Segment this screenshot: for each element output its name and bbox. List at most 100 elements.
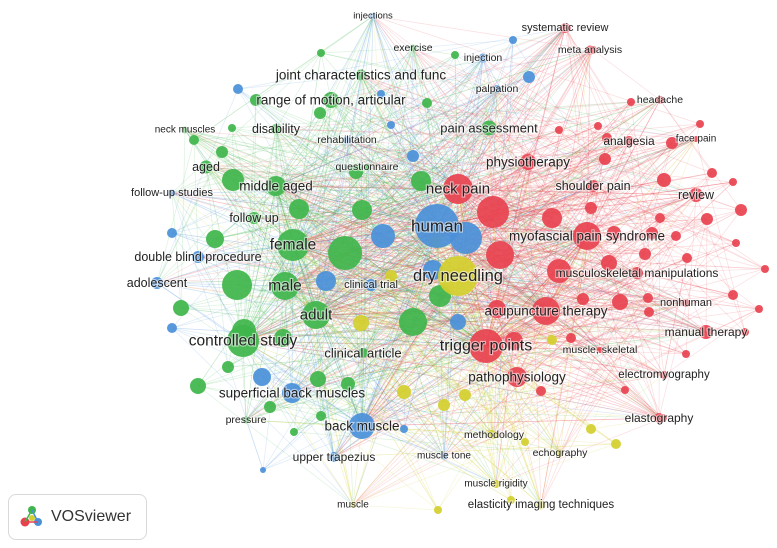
node-bubble[interactable] [192,251,204,263]
unlabeled-node-bubble[interactable] [387,121,395,129]
node-bubble[interactable] [654,413,664,423]
unlabeled-node-bubble[interactable] [274,329,292,347]
node-controlled-study[interactable]: controlled study [188,325,299,357]
unlabeled-node-bubble[interactable] [349,165,363,179]
node-bubble[interactable] [350,502,356,508]
unlabeled-node-bubble[interactable] [328,236,362,270]
node-bubble[interactable] [343,136,351,144]
node-bubble[interactable] [271,272,299,300]
node-bubble[interactable] [151,277,163,289]
node-bubble[interactable] [370,13,376,19]
unlabeled-node-bubble[interactable] [594,122,602,130]
node-physiotherapy[interactable]: physiotherapy [485,153,572,170]
unlabeled-node-bubble[interactable] [707,168,717,178]
node-analgesia[interactable]: analgesia [602,133,656,149]
unlabeled-node-bubble[interactable] [222,361,234,373]
unlabeled-node-bubble[interactable] [505,332,523,350]
unlabeled-node-bubble[interactable] [222,270,252,300]
node-clinical-article[interactable]: clinical article [323,344,403,361]
unlabeled-node-bubble[interactable] [639,248,651,260]
unlabeled-node-bubble[interactable] [657,173,671,187]
node-injections[interactable]: injections [352,9,394,22]
node-bubble[interactable] [282,383,302,403]
unlabeled-node-bubble[interactable] [644,307,654,317]
unlabeled-node-bubble[interactable] [547,335,557,345]
node-palpation[interactable]: palpation [475,82,520,96]
node-superficial-back-muscles[interactable]: superficial back muscles [218,383,366,403]
unlabeled-node-bubble[interactable] [735,204,747,216]
unlabeled-node-bubble[interactable] [655,213,665,223]
unlabeled-node-bubble[interactable] [732,239,740,247]
node-bubble[interactable] [181,126,189,134]
node-acupuncture-therapy[interactable]: acupuncture therapy [483,297,609,325]
node-nonhuman[interactable]: nonhuman [659,296,713,310]
node-bubble[interactable] [248,212,260,224]
unlabeled-node-bubble[interactable] [621,386,629,394]
unlabeled-node-bubble[interactable] [577,293,589,305]
unlabeled-node-bubble[interactable] [509,36,517,44]
unlabeled-node-bubble[interactable] [316,411,326,421]
unlabeled-node-bubble[interactable] [385,270,397,282]
unlabeled-node-bubble[interactable] [222,169,244,191]
node-rehabilitation[interactable]: rehabilitation [316,133,378,147]
node-bubble[interactable] [168,189,176,197]
unlabeled-node-bubble[interactable] [755,305,763,313]
node-middle-aged[interactable]: middle aged [238,176,314,196]
unlabeled-node-bubble[interactable] [555,126,563,134]
node-human[interactable]: human [410,204,464,248]
unlabeled-node-bubble[interactable] [167,228,177,238]
node-bubble[interactable] [481,120,497,136]
node-bubble[interactable] [573,222,601,250]
node-bubble[interactable] [365,279,377,291]
unlabeled-node-bubble[interactable] [250,94,262,106]
node-muscle-rigidity[interactable]: muscle rigidity [463,477,529,490]
unlabeled-node-bubble[interactable] [586,424,596,434]
unlabeled-node-bubble[interactable] [310,371,326,387]
node-neck-pain[interactable]: neck pain [425,174,491,204]
unlabeled-node-bubble[interactable] [289,199,309,219]
node-bubble[interactable] [624,136,634,146]
node-bubble[interactable] [493,85,501,93]
node-dry-needling[interactable]: dry needling [412,256,504,296]
unlabeled-node-bubble[interactable] [434,506,442,514]
node-bubble[interactable] [536,500,546,510]
node-bubble[interactable] [227,325,259,357]
node-bubble[interactable] [363,163,371,171]
node-questionnaire[interactable]: questionnaire [334,160,399,174]
unlabeled-node-bubble[interactable] [643,293,653,303]
node-follow-up-studies[interactable]: follow-up studies [130,186,215,200]
unlabeled-node-bubble[interactable] [611,439,621,449]
node-muscle[interactable]: muscle [336,498,370,511]
node-meta-analysis[interactable]: meta analysis [557,43,623,57]
unlabeled-node-bubble[interactable] [507,496,515,504]
node-pathophysiology[interactable]: pathophysiology [467,367,567,387]
node-double-blind-procedure[interactable]: double blind procedure [133,249,262,265]
node-aged[interactable]: aged [191,159,221,175]
node-follow-up[interactable]: follow up [228,210,280,226]
unlabeled-node-bubble[interactable] [407,150,419,162]
node-bubble[interactable] [323,92,339,108]
unlabeled-node-bubble[interactable] [423,260,443,280]
node-adult[interactable]: adult [299,301,334,329]
node-bubble[interactable] [329,452,339,462]
unlabeled-node-bubble[interactable] [206,230,224,248]
unlabeled-node-bubble[interactable] [671,231,681,241]
node-myofascial-pain-syndrome[interactable]: myofascial pain syndrome [508,222,666,250]
unlabeled-node-bubble[interactable] [167,323,177,333]
node-musculoskeletal-manipulations[interactable]: musculoskeletal manipulations [555,265,720,281]
unlabeled-node-bubble[interactable] [627,98,635,106]
node-injection[interactable]: injection [463,51,504,65]
node-adolescent[interactable]: adolescent [126,275,189,291]
unlabeled-node-bubble[interactable] [761,265,769,273]
unlabeled-node-bubble[interactable] [352,200,372,220]
unlabeled-node-bubble[interactable] [173,300,189,316]
unlabeled-node-bubble[interactable] [438,399,450,411]
node-echography[interactable]: echography [531,446,589,460]
unlabeled-node-bubble[interactable] [451,51,459,59]
node-bubble[interactable] [560,23,570,33]
node-methodology[interactable]: methodology [463,428,526,442]
unlabeled-node-bubble[interactable] [682,253,692,263]
node-bubble[interactable] [597,347,603,353]
unlabeled-node-bubble[interactable] [411,171,431,191]
node-bubble[interactable] [492,480,500,488]
